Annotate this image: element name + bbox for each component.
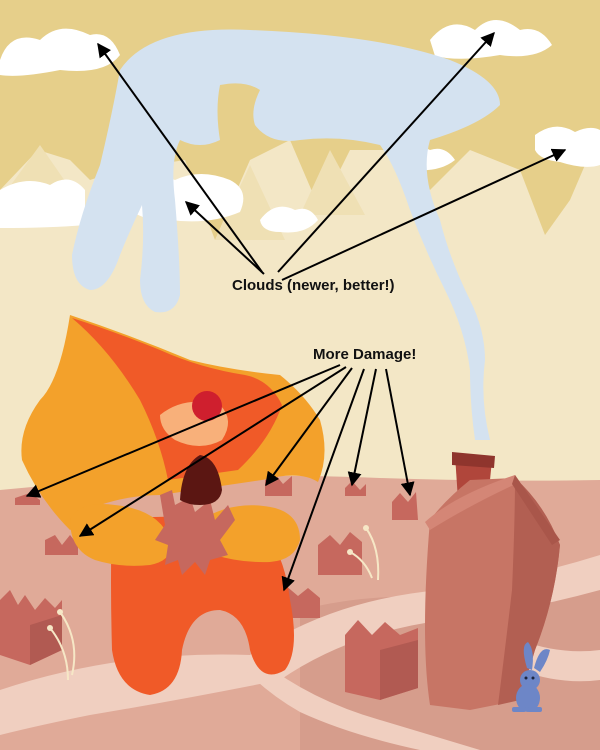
ruin-hut: [380, 640, 418, 700]
chimney-top: [452, 452, 495, 468]
monster-arm-left: [70, 504, 171, 566]
monster-head: [72, 318, 282, 480]
streak: [59, 611, 76, 676]
arrow-to-ruin-left: [78, 366, 347, 537]
clouds-arrows: [97, 31, 567, 281]
house-side: [498, 478, 560, 705]
cloud: [0, 179, 85, 228]
ruin-hut: [45, 535, 78, 555]
arrow-to-ruin-far-left: [25, 364, 341, 498]
ruin-hut: [30, 615, 62, 665]
monster-chest-scratch: [155, 490, 235, 575]
damage-label: More Damage!: [313, 346, 417, 363]
clouds-label: Clouds (newer, better!): [232, 277, 395, 294]
blue-bunny: [512, 642, 550, 712]
damage-arrows: [25, 364, 415, 592]
arrow-to-ruin-center: [265, 367, 353, 487]
streak-tip: [363, 525, 369, 531]
streak-tip: [347, 549, 353, 555]
arrow-to-cloud-right: [281, 148, 567, 281]
bunny-ear: [534, 649, 550, 672]
ruin-hut: [392, 492, 418, 520]
sky-peak: [300, 150, 365, 215]
house-roof-edge: [512, 475, 560, 545]
bunny-foot: [528, 707, 542, 712]
arrow-to-cloud-top-right: [277, 31, 495, 273]
bunny-ear: [523, 642, 533, 670]
streak-tip: [47, 625, 53, 631]
streak: [49, 627, 69, 681]
arrow-to-ruin-right: [347, 368, 377, 487]
monster-nose: [192, 391, 222, 421]
arrow-to-ruin-far-right: [385, 368, 415, 497]
monster-mouth: [180, 455, 222, 505]
streak: [365, 527, 380, 581]
bunny-foot: [512, 707, 526, 712]
bunny-body: [516, 684, 540, 712]
bunny-eye: [524, 676, 528, 680]
ruin-hut: [318, 532, 362, 575]
streak-tip: [57, 609, 63, 615]
smoke-plume: [72, 29, 500, 440]
arrow-to-cloud-mid: [184, 201, 265, 275]
arrow-to-cloud-top-left: [97, 42, 263, 273]
cloud: [0, 28, 120, 76]
cloud: [260, 206, 318, 233]
house-roof: [425, 475, 520, 530]
bunny-eye: [531, 676, 535, 680]
orange-monster: [21, 315, 325, 695]
arrow-to-ruin-bottom: [281, 368, 365, 592]
